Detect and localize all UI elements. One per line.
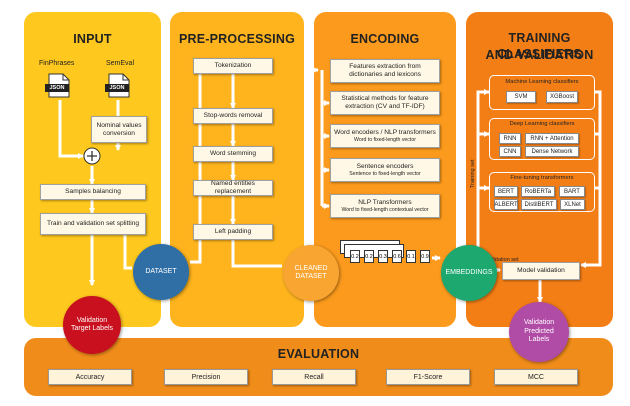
xlnet-chip: XLNet <box>560 199 585 210</box>
json-file-icon: JSON <box>105 73 130 98</box>
preprocessing-title: PRE-PROCESSING <box>178 32 295 46</box>
dataset-label: DATASET <box>145 267 177 275</box>
word-encoders-sub: Word to fixed-length vector <box>354 136 416 143</box>
word-encoders-label: Word encoders / NLP transformers <box>334 128 436 136</box>
cleaned-dataset-circle: CLEANED DATASET <box>283 245 339 301</box>
metric-accuracy: Accuracy <box>48 369 132 385</box>
embeddings-circle: EMBEDDINGS <box>441 245 497 301</box>
distilbert-chip: DistilBERT <box>521 199 557 210</box>
roberta-chip: RoBERTa <box>521 186 555 197</box>
bart-chip: BART <box>559 186 585 197</box>
statistical-line2: extraction (CV and TF-IDF) <box>345 103 425 110</box>
xgboost-chip: XGBoost <box>546 91 578 103</box>
rnn-chip: RNN <box>499 133 521 144</box>
target-line2: Target Labels <box>70 325 114 332</box>
encoding-title: ENCODING <box>350 32 420 46</box>
evaluation-title: EVALUATION <box>277 347 360 361</box>
lexicon-features-box: Features extraction from dictionaries an… <box>330 59 440 83</box>
json-badge: JSON <box>105 84 129 92</box>
sentence-encoders-sub: Sentence to fixed-length vector <box>349 170 421 177</box>
json-badge: JSON <box>45 84 69 92</box>
fine-tuning-group: Fine-tuning transformers BERT RoBERTa BA… <box>489 172 595 212</box>
nominal-conversion-box: Nominal values conversion <box>91 116 147 143</box>
ml-classifiers-label: Machine Learning classifiers <box>505 79 579 85</box>
metric-precision: Precision <box>164 369 248 385</box>
statistical-methods-box: Statistical methods for feature extracti… <box>330 91 440 115</box>
cleaned-line2: DATASET <box>295 273 327 280</box>
train-validation-split-label: Train and validation set splitting <box>46 220 140 227</box>
stemming-label: Word stemming <box>209 150 257 157</box>
training-title-line2: AND VALIDATION <box>485 48 594 62</box>
finphrases-label: FinPhrases <box>39 60 75 67</box>
cnn-chip: CNN <box>499 146 521 157</box>
stemming-box: Word stemming <box>193 146 273 162</box>
tokenization-box: Tokenization <box>193 58 273 74</box>
albert-chip: ALBERT <box>494 199 518 210</box>
ml-classifiers-group: Machine Learning classifiers SVM XGBoost <box>489 75 595 110</box>
vector-value: 0.2 <box>364 250 374 263</box>
named-entities-box: Named entities replacement <box>193 180 273 196</box>
nlp-transformers-label: NLP Transformers <box>358 198 412 206</box>
predicted-line3: Labels <box>528 336 550 344</box>
stopwords-label: Stop-words removal <box>203 112 263 119</box>
fine-tuning-label: Fine-tuning transformers <box>510 175 574 181</box>
samples-balancing-box: Samples balancing <box>40 184 146 200</box>
nominal-line1: Nominal values <box>96 121 142 129</box>
nlp-transformers-box: NLP Transformers Word to fixed-length co… <box>330 194 440 218</box>
semeval-label: SemEval <box>106 60 135 67</box>
bert-chip: BERT <box>494 186 518 197</box>
model-validation-box: Model validation <box>502 262 580 280</box>
statistical-line1: Statistical methods for feature <box>341 95 429 102</box>
vector-value: 0.2 <box>350 250 360 263</box>
vector-value: 0.3 <box>378 250 388 263</box>
lexicon-line1: Features extraction from <box>349 63 421 70</box>
predicted-line2: Predicted <box>524 327 554 335</box>
validation-set-label: Validation set <box>486 257 519 263</box>
stopwords-box: Stop-words removal <box>193 108 273 124</box>
lexicon-line2: dictionaries and lexicons <box>349 71 421 78</box>
nominal-line2: conversion <box>103 129 135 137</box>
dl-classifiers-group: Deep Learning classifiers RNN RNN + Atte… <box>489 118 595 160</box>
metric-f1-score: F1-Score <box>386 369 470 385</box>
sentence-encoders-label: Sentence encoders <box>356 162 414 170</box>
embeddings-label: EMBEDDINGS <box>445 268 493 276</box>
named-entities-label: Named entities replacement <box>211 180 255 195</box>
left-padding-box: Left padding <box>193 224 273 240</box>
dataset-circle: DATASET <box>133 244 189 300</box>
dl-classifiers-label: Deep Learning classifiers <box>509 121 575 127</box>
dense-network-chip: Dense Network <box>525 146 579 157</box>
sentence-encoders-box: Sentence encoders Sentence to fixed-leng… <box>330 158 440 182</box>
vector-value: 0.9 <box>420 250 430 263</box>
cleaned-line1: CLEANED <box>294 264 328 272</box>
vector-value: 0.6 <box>392 250 402 263</box>
input-title: INPUT <box>73 32 112 46</box>
predicted-line1: Validation <box>523 319 555 327</box>
validation-predicted-labels-circle: Validation Predicted Labels <box>509 302 569 362</box>
left-padding-label: Left padding <box>214 228 252 235</box>
train-validation-split-box: Train and validation set splitting <box>40 213 146 235</box>
json-file-icon: JSON <box>45 73 70 98</box>
svm-chip: SVM <box>506 91 536 103</box>
samples-balancing-label: Samples balancing <box>65 188 121 195</box>
tokenization-label: Tokenization <box>214 62 252 69</box>
rnn-attention-chip: RNN + Attention <box>525 133 579 144</box>
training-set-label: Training set <box>470 159 476 188</box>
training-title-line1: TRAINING CLASSIFIERS <box>497 31 582 61</box>
metric-mcc: MCC <box>494 369 578 385</box>
word-encoders-box: Word encoders / NLP transformers Word to… <box>330 124 440 148</box>
target-line1: Validation <box>76 316 108 324</box>
nlp-transformers-sub: Word to fixed-length contextual vector <box>341 206 429 213</box>
metric-recall: Recall <box>272 369 356 385</box>
model-validation-label: Model validation <box>517 267 565 274</box>
validation-target-labels-circle: Validation Target Labels <box>63 296 121 354</box>
vector-value: 0.1 <box>406 250 416 263</box>
